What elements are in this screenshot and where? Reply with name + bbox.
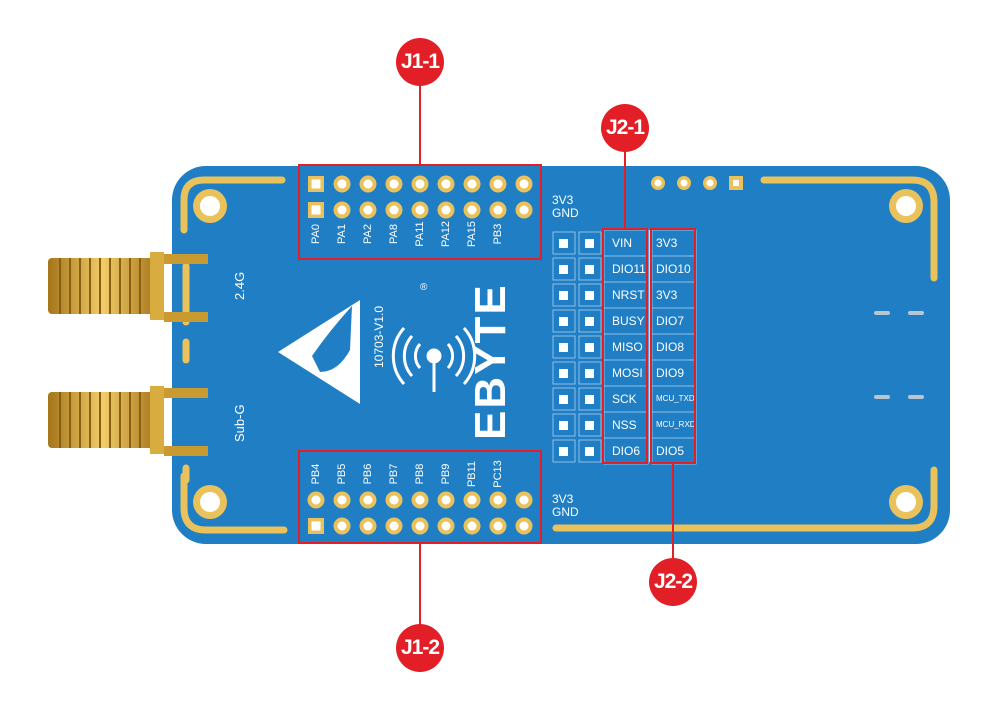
- j1-2-highlight: [298, 450, 542, 544]
- j2-pad: [585, 421, 594, 430]
- j2-pad: [585, 265, 594, 274]
- j2-pad: [559, 317, 568, 326]
- j2-1-pin-label: SCK: [612, 392, 637, 406]
- j2-2-pin-label: DIO5: [656, 444, 685, 458]
- j2-pad: [585, 447, 594, 456]
- j2-pad: [559, 239, 568, 248]
- j2-pad: [585, 369, 594, 378]
- power-bottom-3v3: 3V3: [552, 492, 574, 506]
- j2-pad: [559, 291, 568, 300]
- power-top-3v3: 3V3: [552, 193, 574, 207]
- wireless-icon: [391, 327, 477, 392]
- j2-pad: [559, 447, 568, 456]
- j2-pad: [559, 395, 568, 404]
- j2-2-pin-label: DIO7: [656, 314, 685, 328]
- j2-pad: [585, 291, 594, 300]
- j1-1-leader: [419, 84, 421, 166]
- j1-1-highlight: [298, 164, 542, 260]
- j2-1-highlight: [602, 228, 648, 464]
- j2-pad: [559, 421, 568, 430]
- board-version-label: 10703-V1.0: [372, 305, 386, 368]
- registered-mark: ®: [420, 282, 428, 293]
- power-bottom-gnd: GND: [552, 505, 579, 519]
- antenna-24g-label: 2.4G: [232, 271, 247, 300]
- j2-1-pin-label: NRST: [612, 288, 645, 302]
- j1-2-leader: [419, 542, 421, 626]
- antenna-subg-label: Sub-G: [232, 404, 247, 442]
- j2-1-leader: [624, 150, 626, 230]
- pcb-board: [172, 166, 950, 544]
- j2-pad: [559, 265, 568, 274]
- j2-pad: [559, 369, 568, 378]
- j2-pad: [585, 395, 594, 404]
- power-top-gnd: GND: [552, 206, 579, 220]
- sma-connector-24g: [48, 252, 208, 322]
- j2-2-pin-label: 3V3: [656, 236, 678, 250]
- j2-1-pin-label: MOSI: [612, 366, 643, 380]
- j2-1-pin-label: BUSY: [612, 314, 645, 328]
- ebyte-triangle-logo: [278, 300, 360, 404]
- j2-pad: [559, 343, 568, 352]
- j2-1-pin-label: MISO: [612, 340, 643, 354]
- j2-2-highlight: [650, 228, 696, 464]
- j2-1-pin-label: DIO11: [612, 262, 646, 276]
- j2-pad: [585, 239, 594, 248]
- j2-2-pin-label: MCU_TXD: [656, 394, 695, 403]
- j2-pad: [585, 343, 594, 352]
- brand-logo-text: EBYTE: [466, 283, 515, 440]
- j2-2-leader: [672, 462, 674, 560]
- j2-pad: [585, 317, 594, 326]
- j2-1-pin-label: VIN: [612, 236, 633, 250]
- callout-j1-1: J1-1: [396, 38, 444, 86]
- callout-j2-2: J2-2: [649, 558, 697, 606]
- callout-j1-2: J1-2: [396, 624, 444, 672]
- j2-2-pin-label: DIO10: [656, 262, 691, 276]
- sma-connector-subg: [48, 386, 208, 456]
- callout-j2-1: J2-1: [601, 104, 649, 152]
- j2-2-pin-label: DIO9: [656, 366, 685, 380]
- j2-1-pin-label: NSS: [612, 418, 637, 432]
- j2-2-pin-label: 3V3: [656, 288, 678, 302]
- j2-2-pin-label: DIO8: [656, 340, 685, 354]
- j2-1-pin-label: DIO6: [612, 444, 641, 458]
- j2-2-pin-label: MCU_RXD: [656, 420, 696, 429]
